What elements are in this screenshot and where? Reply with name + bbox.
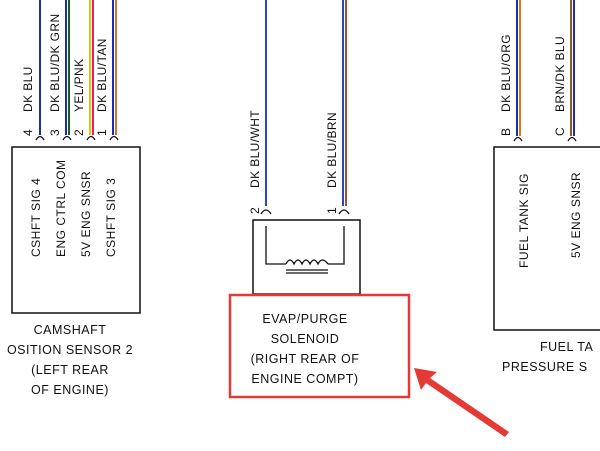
fuel-pin-c: C xyxy=(553,127,567,136)
evap-caption-2: SOLENOID xyxy=(271,332,340,346)
fuel-signal-2: 5V ENG SNSR xyxy=(569,172,583,258)
cam-wire-2-label: YEL/PNK xyxy=(72,59,86,113)
evap-wire-1 xyxy=(342,0,347,206)
cam-pin-3: 3 xyxy=(48,129,62,136)
cam-signal-1: CSHFT SIG 4 xyxy=(29,178,43,257)
highlight-box xyxy=(228,293,411,399)
pointer-arrow-icon xyxy=(414,368,509,437)
evap-wire-2-label: DK BLU/WHT xyxy=(248,110,262,188)
fuel-caption-2: PRESSURE S xyxy=(502,360,588,374)
cam-wire-1-label: DK BLU/TAN xyxy=(95,38,109,112)
evap-pin-1: 1 xyxy=(325,207,339,214)
evap-caption-1: EVAP/PURGE xyxy=(262,312,347,326)
cam-signal-2: ENG CTRL COM xyxy=(54,159,68,257)
fuel-signal-1: FUEL TANK SIG xyxy=(517,173,531,268)
cam-signal-3: 5V ENG SNSR xyxy=(79,171,93,257)
fuel-wire-c xyxy=(570,0,575,136)
evap-pin-2: 2 xyxy=(248,207,262,214)
fuel-wire-b-label: DK BLU/ORG xyxy=(499,34,513,112)
cam-caption-1: CAMSHAFT xyxy=(34,323,107,337)
cam-wire-1 xyxy=(112,0,117,135)
evap-solenoid: DK BLU/WHT DK BLU/BRN 2 1 EVAP/PURGE SOL… xyxy=(228,0,509,437)
solenoid-coil-icon xyxy=(265,226,345,274)
cam-connector-terminals xyxy=(35,135,119,141)
cam-caption-4: OF ENGINE) xyxy=(31,383,109,397)
cam-wire-4-label: DK BLU xyxy=(21,66,35,112)
evap-caption-3: (RIGHT REAR OF xyxy=(251,352,360,366)
cam-wire-3-label: DK BLU/DK GRN xyxy=(48,13,62,112)
cam-pin-1: 1 xyxy=(95,129,109,136)
fuel-tank-sensor-box xyxy=(493,146,600,331)
fuel-caption-1: FUEL TA xyxy=(540,340,593,354)
cam-caption-3: (LEFT REAR xyxy=(31,363,109,377)
cam-signal-4: CSHFT SIG 3 xyxy=(104,178,118,257)
fuel-wire-b xyxy=(516,0,521,136)
fuel-wire-c-label: BRN/DK BLU xyxy=(553,36,567,112)
cam-pin-4: 4 xyxy=(21,129,35,136)
evap-wire-1-label: DK BLU/BRN xyxy=(325,112,339,188)
camshaft-sensor: DK BLU DK BLU/DK GRN YEL/PNK DK BLU/TAN … xyxy=(7,0,141,397)
evap-caption-4: ENGINE COMPT) xyxy=(251,372,358,386)
fuel-tank-sensor: DK BLU/ORG BRN/DK BLU B C FUEL TANK SIG … xyxy=(493,0,600,374)
fuel-pin-b: B xyxy=(499,128,513,136)
cam-caption-2: OSITION SENSOR 2 xyxy=(7,343,133,357)
cam-pin-2: 2 xyxy=(72,129,86,136)
evap-solenoid-box xyxy=(252,219,361,295)
camshaft-sensor-box xyxy=(11,146,141,314)
fuel-connector-terminals xyxy=(513,136,577,142)
cam-wire-2 xyxy=(89,0,94,135)
cam-wire-3 xyxy=(65,0,70,135)
